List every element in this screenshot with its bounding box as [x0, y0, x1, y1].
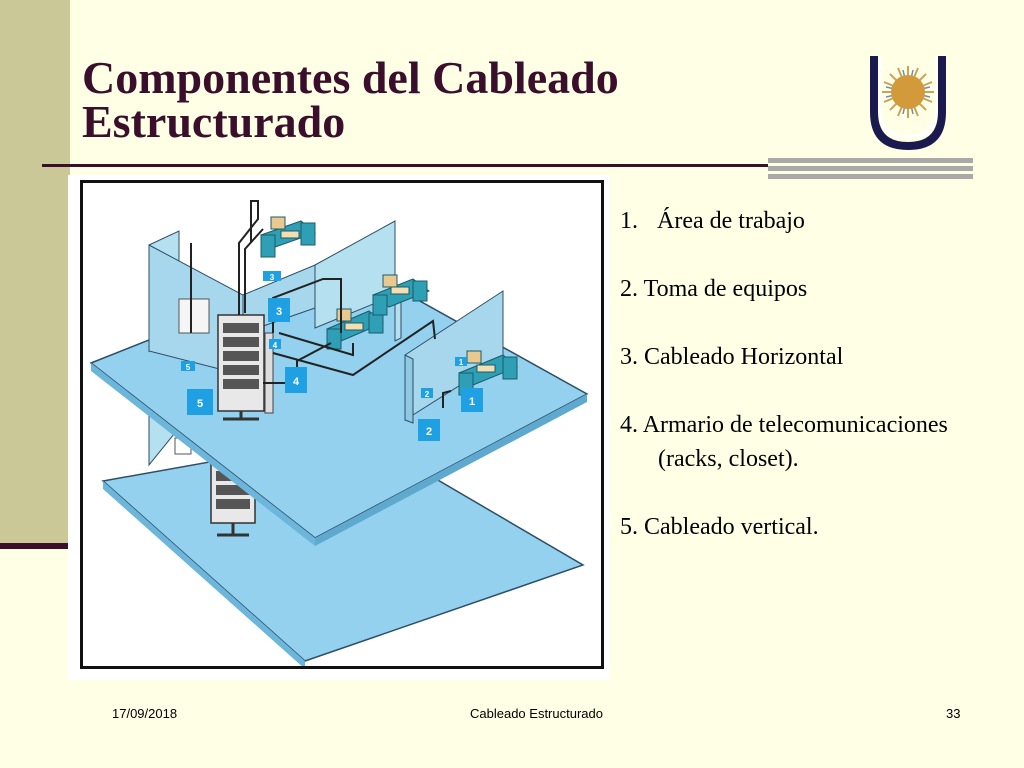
diagram-label-5-large-text: 5: [197, 398, 203, 410]
diagram-label-5: 5: [181, 361, 195, 372]
diagram-label-3-text: 3: [270, 273, 275, 282]
diagram-label-1: 1: [455, 357, 467, 367]
legend-item-label: Armario de telecomunicaciones: [642, 412, 948, 438]
legend-item-armario: 4. Armario de telecomunicaciones: [620, 412, 948, 439]
workstation-front: [458, 350, 518, 396]
legend-item-number: 5.: [620, 514, 638, 540]
diagram-label-1-large-text: 1: [469, 396, 475, 408]
diagram-label-4-large-text: 4: [293, 376, 300, 388]
page-title: Componentes del Cableado Estructurado: [82, 52, 619, 147]
diagram-label-1-text: 1: [459, 358, 464, 367]
rule-stripes: [768, 158, 973, 180]
legend-item-cableado-vertical: 5. Cableado vertical.: [620, 514, 819, 541]
diagram-label-2: 2: [421, 388, 433, 399]
diagram-label-2-text: 2: [425, 390, 430, 399]
diagram-label-4: 4: [269, 339, 281, 350]
legend-item-armario-continuation: (racks, closet).: [658, 446, 799, 472]
legend-item-toma-de-equipos: 2. Toma de equipos: [620, 276, 807, 303]
legend-item-area-de-trabajo: 1. Área de trabajo: [620, 208, 805, 235]
workstation-middle-2: [371, 274, 431, 316]
cable-runs: [190, 200, 452, 408]
diagram-container: 1 1 2 2 3 3 4 4: [80, 180, 604, 669]
page-number: 33: [946, 706, 961, 721]
university-logo-icon: [870, 56, 946, 150]
diagram-label-1-large: 1: [461, 388, 483, 412]
legend-item-number: 2.: [620, 276, 638, 302]
front-partition-side: [404, 354, 414, 424]
legend-item-number: 1.: [620, 208, 638, 234]
diagram-label-2-large-text: 2: [426, 426, 432, 438]
footer-center-text: Cableado Estructurado: [470, 706, 603, 721]
upper-rack: [217, 314, 274, 421]
sidebar-band: [0, 0, 70, 548]
footer-date: 17/09/2018: [112, 706, 178, 721]
diagram-label-5-text: 5: [186, 363, 191, 372]
sidebar-rule: [0, 543, 70, 549]
legend-item-number: 3.: [620, 344, 638, 370]
legend-item-label: Cableado vertical.: [644, 514, 819, 540]
diagram-label-3-large: 3: [268, 298, 290, 322]
legend-item-label: Cableado Horizontal: [644, 344, 844, 370]
legend-item-cableado-horizontal: 3. Cableado Horizontal: [620, 344, 843, 371]
legend-item-label: Toma de equipos: [643, 276, 808, 302]
diagram-label-4-text: 4: [273, 341, 278, 350]
diagram-label-2-large: 2: [418, 419, 440, 441]
title-rule: [42, 164, 972, 167]
diagram-label-3: 3: [263, 271, 281, 282]
diagram-label-5-large: 5: [187, 389, 213, 415]
wall-box: [178, 298, 210, 334]
legend-item-label: Área de trabajo: [657, 208, 805, 234]
legend-item-number: 4.: [620, 412, 638, 438]
structured-cabling-diagram: 1 1 2 2 3 3 4 4: [89, 200, 589, 666]
workstation-top: [260, 216, 316, 258]
diagram-label-3-large-text: 3: [276, 306, 282, 318]
diagram-label-4-large: 4: [285, 367, 307, 393]
